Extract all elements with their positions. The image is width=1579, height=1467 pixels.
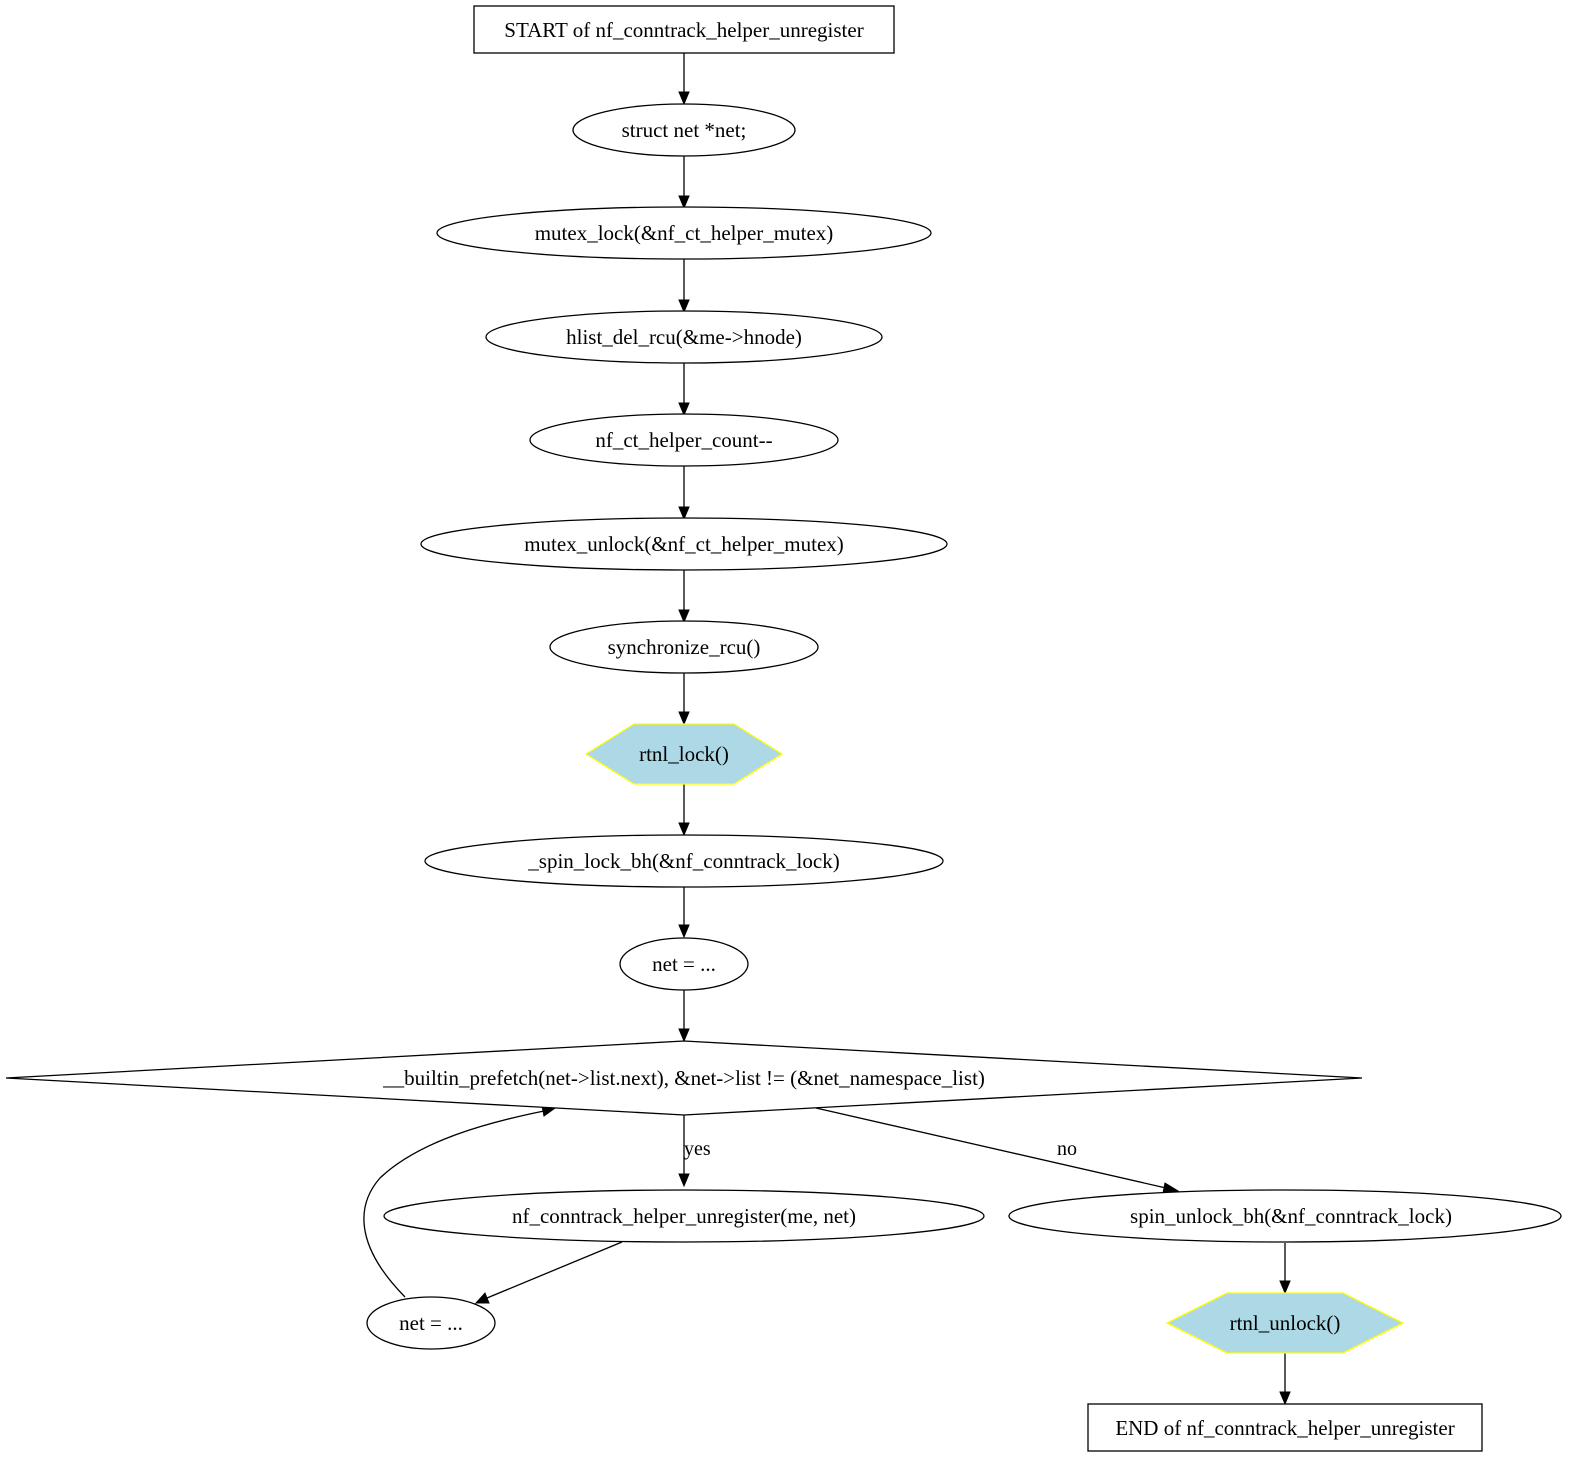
helper-unreg-label: nf_conntrack_helper_unregister(me, net) [512,1204,856,1228]
decl-net-label: struct net *net; [622,118,747,142]
spin-lock-ellipse [424,834,944,888]
start-label: START of nf_conntrack_helper_unregister [504,18,863,42]
mutex-unlock-label: mutex_unlock(&nf_ct_helper_mutex) [524,532,844,556]
node-mutex-lock: mutex_lock(&nf_ct_helper_mutex) [436,206,932,260]
edge-start-to-decl-net [678,53,690,106]
edge-spin-lock-to-net-init [678,887,690,939]
sync-rcu-ellipse [549,620,819,674]
hlist-del-label: hlist_del_rcu(&me->hnode) [566,325,802,349]
edge-decl-net-to-mutex-lock [678,156,690,210]
decl-net-ellipse [572,103,796,157]
edge-sync-rcu-to-rtnl-lock [678,673,690,726]
net-next-label: net = ... [399,1311,463,1335]
sync-rcu-label: synchronize_rcu() [608,635,761,659]
edge-mutex-lock-to-hlist-del [678,259,690,314]
edge-net-init-to-loop-cond [678,990,690,1043]
net-init-ellipse [619,937,749,991]
mutex-lock-label: mutex_lock(&nf_ct_helper_mutex) [535,221,834,245]
rtnl-unlock-hexagon [1165,1292,1405,1354]
edge-label-no: no [1057,1138,1077,1160]
node-rtnl-lock: rtnl_lock() [584,723,784,785]
node-sync-rcu: synchronize_rcu() [549,620,819,674]
net-init-label: net = ... [652,952,716,976]
loop-cond-diamond [5,1040,1363,1116]
rtnl-lock-hexagon [584,723,784,785]
node-start: START of nf_conntrack_helper_unregister [473,5,895,54]
net-next-ellipse [366,1296,496,1350]
edge-loop-cond-to-spin-unlock: no [815,1107,1180,1194]
node-mutex-unlock: mutex_unlock(&nf_ct_helper_mutex) [420,517,948,571]
edge-count-dec-to-mutex-unlock [678,466,690,521]
node-helper-unreg: nf_conntrack_helper_unregister(me, net) [383,1189,985,1243]
count-dec-ellipse [529,413,839,467]
edge-spin-unlock-to-rtnl-unlock [1279,1243,1291,1295]
spin-lock-label: _spin_lock_bh(&nf_conntrack_lock) [527,849,839,873]
mutex-unlock-ellipse [420,517,948,571]
node-end: END of nf_conntrack_helper_unregister [1087,1403,1483,1452]
node-count-dec: nf_ct_helper_count-- [529,413,839,467]
edge-helper-unreg-to-net-next [474,1241,623,1304]
edge-rtnl-lock-to-spin-lock [678,784,690,837]
node-spin-lock: _spin_lock_bh(&nf_conntrack_lock) [424,834,944,888]
mutex-lock-ellipse [436,206,932,260]
spin-unlock-ellipse [1008,1189,1562,1243]
node-net-next: net = ... [366,1296,496,1350]
node-net-init: net = ... [619,937,749,991]
end-box [1087,1403,1483,1452]
spin-unlock-label: spin_unlock_bh(&nf_conntrack_lock) [1130,1204,1452,1228]
node-spin-unlock: spin_unlock_bh(&nf_conntrack_lock) [1008,1189,1562,1243]
edge-label-yes: yes [684,1138,711,1160]
rtnl-lock-label: rtnl_lock() [639,742,729,766]
node-hlist-del: hlist_del_rcu(&me->hnode) [485,310,883,364]
rtnl-unlock-label: rtnl_unlock() [1230,1311,1341,1335]
node-decl-net: struct net *net; [572,103,796,157]
end-label: END of nf_conntrack_helper_unregister [1115,1416,1454,1440]
helper-unreg-ellipse [383,1189,985,1243]
edge-loop-cond-to-helper-unreg: yes [678,1115,711,1188]
count-dec-label: nf_ct_helper_count-- [595,428,772,452]
node-rtnl-unlock: rtnl_unlock() [1165,1292,1405,1354]
edge-rtnl-unlock-to-end [1279,1353,1291,1406]
hlist-del-ellipse [485,310,883,364]
edge-hlist-del-to-count-dec [678,363,690,417]
node-loop-cond: __builtin_prefetch(net->list.next), &net… [5,1040,1363,1116]
start-box [473,5,895,54]
loop-cond-label: __builtin_prefetch(net->list.next), &net… [382,1066,985,1090]
edge-mutex-unlock-to-sync-rcu [678,570,690,624]
